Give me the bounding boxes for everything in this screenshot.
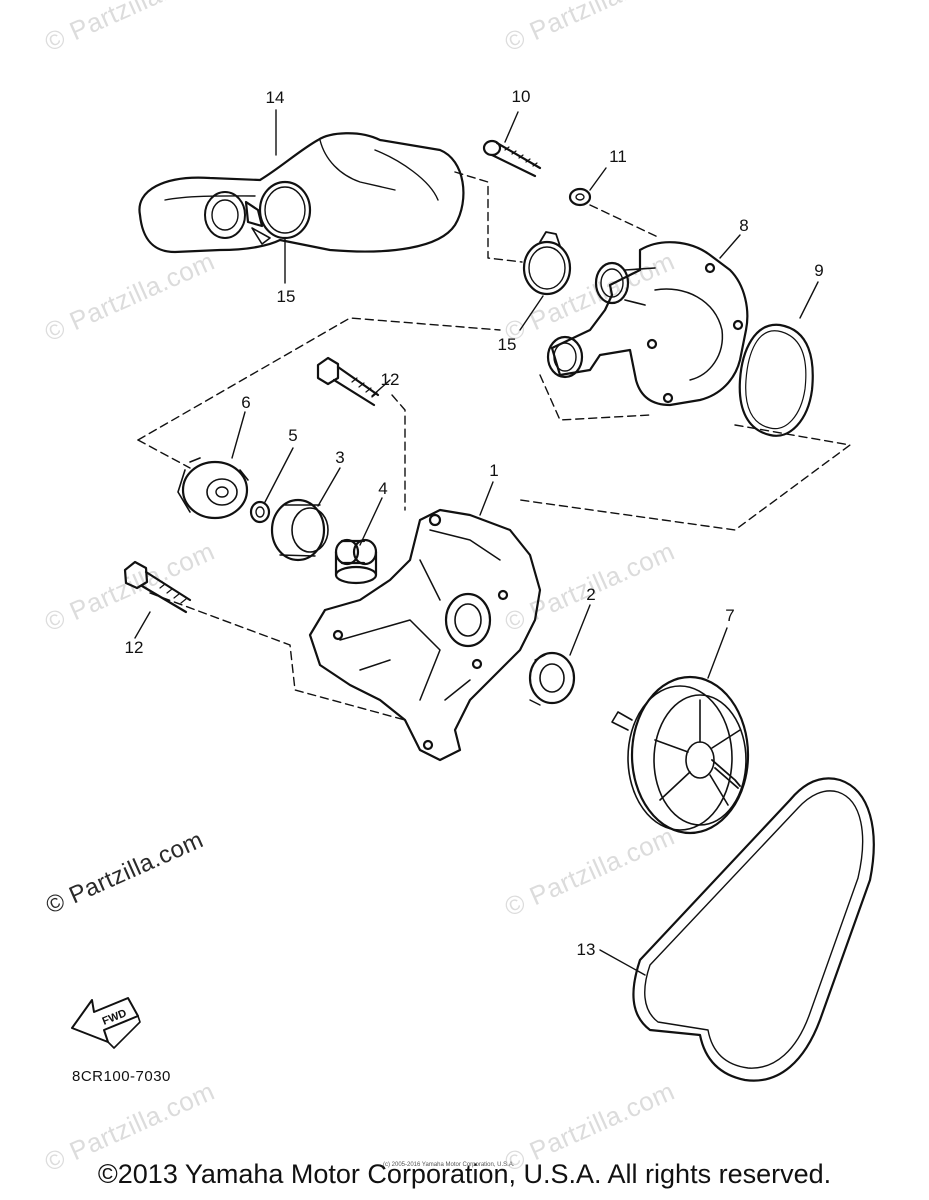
part-number-15-lower: 15 <box>497 335 517 354</box>
assembly-lines <box>137 171 851 721</box>
part-number-8: 8 <box>739 216 749 235</box>
part-number-1: 1 <box>489 461 499 480</box>
bearing-part-2 <box>528 651 576 706</box>
copyright-small: (c) 2005-2016 Yamaha Motor Corporation, … <box>383 1162 515 1168</box>
part-number-11: 11 <box>609 147 627 166</box>
bolt-part-10 <box>482 139 542 178</box>
part-number-15-upper: 15 <box>276 287 296 306</box>
part-number-14: 14 <box>265 88 285 107</box>
hose-part-14 <box>138 132 465 254</box>
part-number-12-lower: 12 <box>124 638 144 657</box>
fwd-arrow-icon: FWD <box>71 997 141 1049</box>
seal-part-3 <box>270 498 329 562</box>
bolt-part-12-upper <box>316 356 380 407</box>
pump-housing-part-1 <box>308 508 542 762</box>
part-number-2: 2 <box>586 585 596 604</box>
impeller-part-6 <box>177 457 249 520</box>
part-number-10: 10 <box>511 87 531 106</box>
leader-lines <box>134 109 819 976</box>
diagram-code: 8CR100-7030 <box>72 1068 171 1085</box>
clamp-part-15-upper <box>244 180 312 245</box>
copyright-notice: ©2013 Yamaha Motor Corporation, U.S.A. A… <box>97 1159 832 1189</box>
bushing-part-4 <box>334 538 378 585</box>
washer-part-5 <box>249 500 271 524</box>
part-number-7: 7 <box>725 606 735 625</box>
clamp-part-15-lower <box>522 231 572 296</box>
part-number-6: 6 <box>241 393 251 412</box>
part-number-3: 3 <box>335 448 345 467</box>
washer-part-11 <box>568 187 592 207</box>
part-number-13: 13 <box>576 940 596 959</box>
part-number-5: 5 <box>288 426 298 445</box>
pulley-part-7 <box>611 675 750 835</box>
pump-cover-part-8 <box>546 241 749 407</box>
part-number-9: 9 <box>814 261 824 280</box>
part-number-12-upper: 12 <box>380 370 400 389</box>
part-number-4: 4 <box>378 479 388 498</box>
o-ring-part-9 <box>738 323 814 437</box>
bolt-part-12-lower <box>123 560 192 614</box>
belt-part-13 <box>632 777 875 1082</box>
